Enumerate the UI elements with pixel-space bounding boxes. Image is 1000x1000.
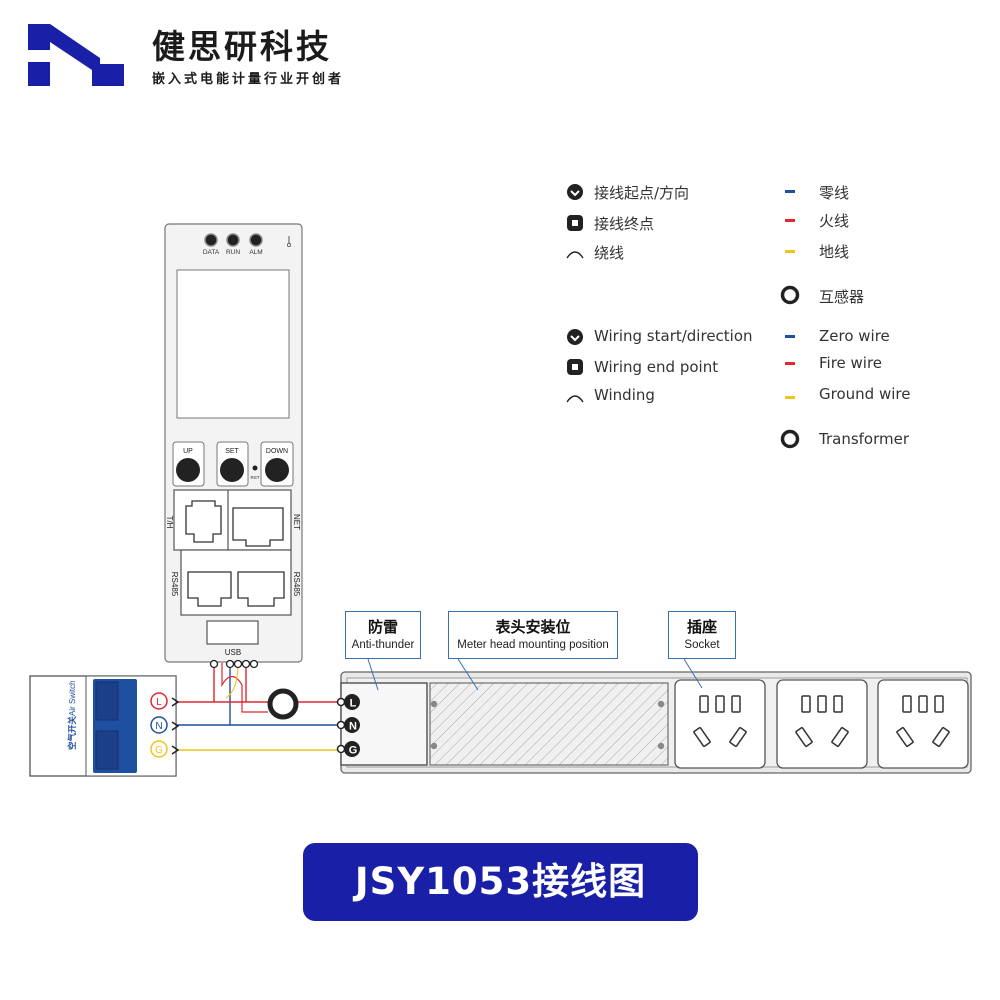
rs485-right-label: RS485 (292, 572, 301, 597)
transformer-ring (267, 688, 299, 720)
switch-lever-top[interactable] (95, 681, 119, 721)
thermometer-icon (286, 236, 291, 247)
air-switch-zh: 空气开关 (67, 715, 78, 750)
switch-terminal-l: L (156, 697, 162, 708)
air-switch-en: Air Switch (68, 680, 77, 716)
winding-icon (566, 251, 584, 259)
legend-fire-wire-en: Fire wire (819, 354, 883, 372)
anti-thunder-label-en: Anti-thunder (351, 639, 415, 651)
button-up[interactable] (176, 458, 200, 482)
legend-zero-wire-zh: 零线 (819, 184, 850, 202)
meter-display (176, 269, 290, 419)
legend-transformer-zh: 互感器 (819, 288, 865, 306)
brand-name: 健思研科技 (152, 27, 332, 66)
legend-wiring-end-en: Wiring end point (594, 358, 719, 376)
button-down-label: DOWN (266, 448, 288, 455)
net-label: NET (292, 514, 301, 530)
callout-anti-thunder: 防雷 Anti-thunder (345, 611, 421, 659)
callout-socket: 插座 Socket (668, 611, 736, 659)
zero-wire-swatch (785, 190, 795, 193)
button-down[interactable] (265, 458, 289, 482)
diagram-title: JSY1053接线图 (303, 843, 698, 921)
indicator-run (226, 233, 240, 247)
legend-fire-wire-zh: 火线 (819, 212, 850, 230)
legend-zero-wire-en: Zero wire (819, 327, 890, 345)
fire-wire-swatch (785, 219, 795, 222)
button-reset[interactable] (252, 465, 258, 471)
meter-device: DATA RUN ALM UP SET DOWN RST T/H NET (164, 223, 303, 663)
transformer-icon (780, 285, 800, 305)
pdu-terminal-g: G (349, 745, 358, 757)
wiring-start-icon (567, 184, 583, 200)
pdu-terminal-n: N (349, 721, 357, 733)
indicator-run-label: RUN (226, 249, 240, 256)
winding-icon (566, 395, 584, 403)
usb-label: USB (225, 648, 241, 657)
anti-thunder-label-zh: 防雷 (367, 618, 398, 636)
meter-position-label-en: Meter head mounting position (457, 639, 609, 651)
brand-logo (28, 24, 124, 86)
legend-ground-wire-zh: 地线 (819, 243, 850, 261)
brand-slogan: 嵌入式电能计量行业开创者 (152, 72, 345, 87)
socket-label-en: Socket (684, 639, 720, 651)
button-set-label: SET (225, 448, 239, 455)
switch-lever-bottom[interactable] (95, 730, 119, 770)
indicator-alm-label: ALM (249, 249, 262, 256)
th-port[interactable] (185, 500, 222, 543)
socket-2[interactable] (776, 679, 868, 769)
switch-terminal-g: G (155, 745, 163, 756)
legend-wiring-start-en: Wiring start/direction (594, 327, 753, 345)
ground-wire-swatch (785, 250, 795, 253)
socket-label-zh: 插座 (686, 618, 717, 636)
legend-icons (566, 184, 800, 449)
indicator-data (204, 233, 218, 247)
th-label: T/H (165, 516, 174, 529)
button-set[interactable] (220, 458, 244, 482)
indicator-data-label: DATA (203, 249, 220, 256)
legend-ground-wire-en: Ground wire (819, 385, 911, 403)
legend-winding-en: Winding (594, 386, 655, 404)
socket-1[interactable] (674, 679, 766, 769)
net-port[interactable] (232, 507, 284, 547)
wires (175, 659, 340, 751)
indicator-alm (249, 233, 263, 247)
wiring-start-icon (171, 721, 180, 731)
button-reset-label: RST (251, 475, 260, 480)
legend-wiring-end-zh: 接线终点 (594, 215, 655, 233)
pdu-terminals: L N G (336, 694, 360, 757)
usb-port[interactable] (206, 620, 259, 645)
wiring-start-icon (171, 745, 180, 755)
ground-wire-swatch (785, 396, 795, 399)
pdu-strip: L N G (336, 658, 972, 774)
transformer-icon (780, 429, 800, 449)
socket-3[interactable] (877, 679, 969, 769)
wiring-start-icon (171, 697, 180, 707)
wiring-start-icon (567, 329, 583, 345)
button-up-label: UP (183, 448, 193, 455)
meter-position-label-zh: 表头安装位 (495, 618, 571, 636)
pdu-terminal-l: L (350, 698, 357, 710)
legend-transformer-en: Transformer (819, 430, 910, 448)
switch-terminal-n: N (155, 721, 162, 732)
legend-wiring-start-zh: 接线起点/方向 (594, 184, 690, 202)
meter-mount-area (429, 682, 669, 766)
callout-meter-position: 表头安装位 Meter head mounting position (448, 611, 618, 659)
air-switch: 空气开关 Air Switch L N G (29, 675, 180, 777)
fire-wire-swatch (785, 362, 795, 365)
zero-wire-swatch (785, 335, 795, 338)
rs485-left-label: RS485 (170, 572, 179, 597)
legend-winding-zh: 绕线 (594, 244, 625, 262)
rs485-port-left[interactable] (187, 571, 232, 607)
rs485-port-right[interactable] (237, 571, 285, 607)
